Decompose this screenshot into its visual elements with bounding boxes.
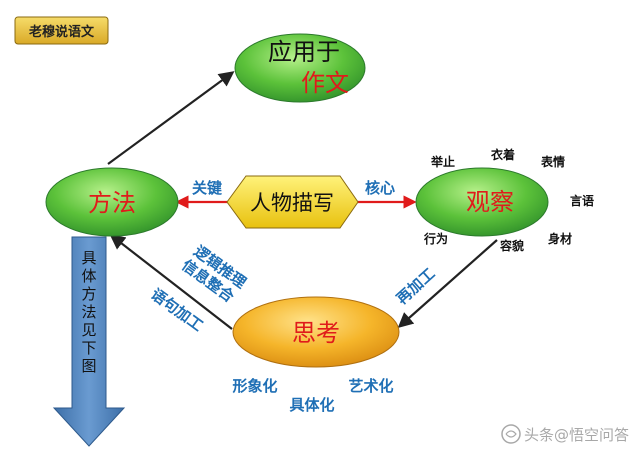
- edge-label-sentence: 语句加工: [147, 285, 206, 335]
- badge-label: 老穆说语文: [28, 24, 95, 40]
- arrow-observe-to-think: [397, 239, 498, 329]
- edge-label-key: 关键: [192, 179, 222, 197]
- aspect-label: 表情: [540, 154, 565, 169]
- aspect-label: 言语: [570, 193, 594, 208]
- down-arrow-char: 下: [81, 339, 96, 357]
- down-arrow-char: 方: [81, 285, 96, 303]
- arrow-method-to-apply: [107, 71, 235, 165]
- aspect-label: 衣着: [491, 147, 515, 162]
- watermark-logo-icon: [501, 424, 521, 444]
- down-arrow-char: 见: [81, 321, 96, 339]
- badge-box: [14, 16, 109, 45]
- node-observe: [415, 167, 549, 237]
- node-apply-line2: 作文: [301, 69, 349, 97]
- think-mode-label: 形象化: [232, 377, 277, 395]
- node-center-label: 人物描写: [250, 191, 334, 215]
- node-center: [226, 175, 359, 229]
- down-arrow-char: 法: [81, 303, 96, 321]
- aspect-label: 容貌: [499, 238, 524, 253]
- down-arrow-char: 具: [81, 249, 96, 267]
- arrow-think-to-method: [109, 234, 233, 330]
- down-arrow-shape: [52, 236, 126, 447]
- watermark-logo-eye-icon: [505, 430, 517, 438]
- node-observe-label: 观察: [466, 188, 514, 216]
- think-mode-label: 具体化: [289, 396, 334, 414]
- node-think: [232, 296, 400, 368]
- watermark: 头条@悟空问答: [501, 424, 629, 444]
- node-think-label: 思考: [292, 319, 340, 347]
- node-apply: [234, 33, 366, 103]
- node-method: [45, 167, 179, 237]
- down-arrow-char: 体: [81, 267, 96, 285]
- watermark-text: 头条@悟空问答: [524, 426, 629, 444]
- node-method-label: 方法: [88, 189, 136, 217]
- edge-label-reprocess: 再加工: [393, 265, 438, 308]
- think-mode-label: 艺术化: [348, 377, 393, 395]
- aspect-label: 身材: [548, 231, 572, 246]
- aspect-label: 行为: [423, 231, 448, 246]
- edge-label-core: 核心: [365, 179, 395, 197]
- down-arrow-char: 图: [81, 357, 96, 375]
- aspect-label: 举止: [430, 154, 455, 169]
- node-apply-line1: 应用于: [268, 38, 340, 66]
